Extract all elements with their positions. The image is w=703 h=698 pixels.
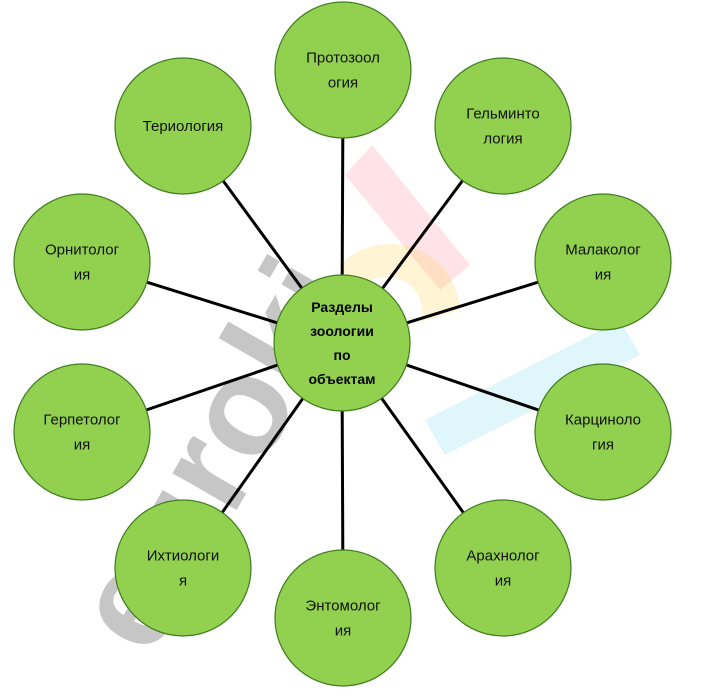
node-circle-malacology: [534, 193, 672, 331]
center-label: зоологии: [310, 323, 374, 339]
connector-herpetology: [145, 363, 279, 412]
node-label-arachnology: Арахнолог: [466, 548, 540, 565]
node-label-ichthyology: Ихтиологи: [147, 548, 220, 565]
node-circle-ornithology: [13, 193, 151, 331]
node-malacology: Малаколог ия: [534, 193, 672, 331]
node-ornithology: Орнитолог ия: [13, 193, 151, 331]
node-label-herpetology: ия: [74, 437, 91, 454]
node-label-entomology: Энтомолог: [305, 598, 381, 615]
node-label-theriology: Териология: [143, 118, 224, 135]
node-label-protozoology: огия: [328, 75, 358, 92]
node-theriology: Териология: [114, 57, 252, 195]
connector-ornithology: [146, 280, 278, 325]
center-label: объектам: [308, 371, 375, 387]
center-label: по: [333, 347, 350, 363]
node-label-ornithology: ия: [74, 267, 91, 284]
node-label-carcinology: гия: [592, 437, 614, 454]
node-label-herpetology: Герпетолог: [43, 412, 121, 429]
connector-carcinology: [405, 363, 540, 412]
node-circle-entomology: [274, 549, 412, 687]
connector-ichthyology: [220, 397, 305, 514]
node-label-carcinology: Карциноло: [565, 412, 641, 429]
node-label-malacology: ия: [595, 267, 612, 284]
connector-entomology: [340, 410, 345, 551]
node-carcinology: Карциноло гия: [534, 363, 672, 501]
center-circle: [273, 274, 411, 412]
connector-protozoology: [340, 137, 345, 276]
node-circle-ichthyology: [114, 499, 252, 637]
connector-helminthology: [381, 179, 464, 290]
node-label-helminthology: Гельминто: [466, 106, 540, 123]
node-circle-helminthology: [434, 57, 572, 195]
node-label-arachnology: ия: [495, 573, 512, 590]
center-label: Разделы: [311, 299, 373, 315]
node-circle-carcinology: [534, 363, 672, 501]
node-protozoology: Протозоол огия: [274, 1, 412, 139]
connector-theriology: [221, 180, 304, 289]
node-helminthology: Гельминто логия: [434, 57, 572, 195]
node-circle-herpetology: [13, 363, 151, 501]
node-label-protozoology: Протозоол: [306, 50, 380, 67]
node-label-ornithology: Орнитолог: [45, 242, 120, 259]
node-ichthyology: Ихтиологи я: [114, 499, 252, 637]
node-label-ichthyology: я: [179, 573, 187, 590]
node-arachnology: Арахнолог ия: [434, 499, 572, 637]
node-label-malacology: Малаколог: [565, 242, 641, 259]
node-circle-arachnology: [434, 499, 572, 637]
node-herpetology: Герпетолог ия: [13, 363, 151, 501]
connectors: [145, 137, 540, 551]
node-entomology: Энтомолог ия: [274, 549, 412, 687]
node-label-entomology: ия: [335, 623, 352, 640]
node-label-helminthology: логия: [483, 131, 522, 148]
connector-arachnology: [380, 397, 465, 514]
center-node: Разделы зоологии по объектам: [273, 274, 411, 412]
connector-malacology: [406, 280, 539, 325]
node-circle-theriology: [114, 57, 252, 195]
node-circle-protozoology: [274, 1, 412, 139]
nodes: ПротозоологияГельминтологияМалакологияКа…: [13, 1, 672, 687]
